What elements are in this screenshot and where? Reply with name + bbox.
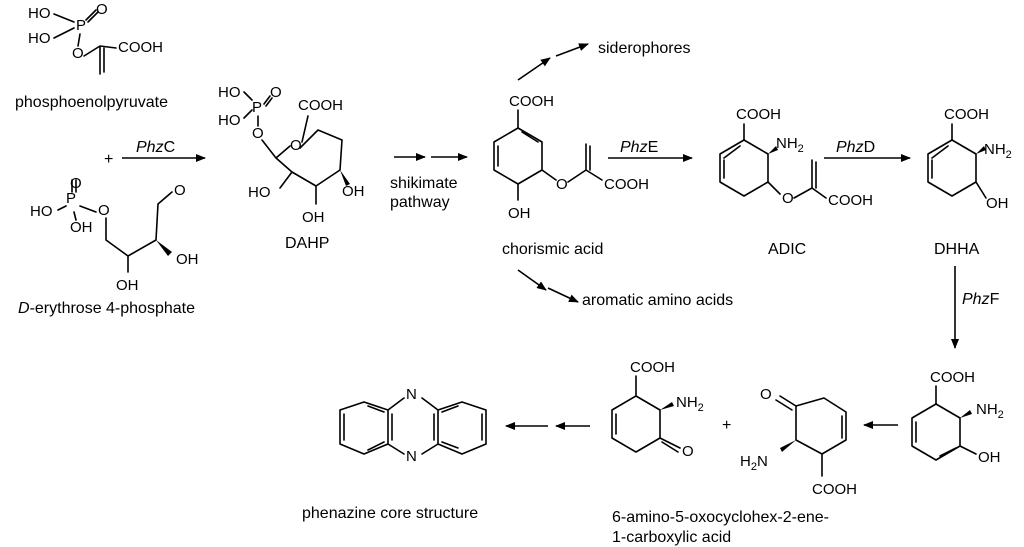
atom-p: P: [252, 99, 262, 116]
atom-o: O: [760, 386, 772, 403]
label-phenazine-core: phenazine core structure: [302, 505, 478, 522]
adic-structure: COOH NH2 O COOH: [719, 106, 873, 209]
atom-oh: OH: [342, 183, 365, 200]
atom-oh: OH: [70, 219, 93, 236]
enzyme-phzd: PhzD: [836, 139, 875, 156]
label-phosphoenolpyruvate: phosphoenolpyruvate: [15, 94, 168, 111]
atom-o: O: [782, 190, 794, 207]
atom-ho: HO: [28, 30, 51, 47]
atom-oh: OH: [302, 209, 325, 226]
phzf-product-structure: COOH NH2 OH: [911, 369, 1004, 466]
atom-cooh: COOH: [630, 359, 675, 376]
atom-n: N: [406, 448, 417, 465]
atom-cooh: COOH: [736, 106, 781, 123]
atom-oh: OH: [986, 195, 1009, 212]
plus-sign: +: [722, 417, 731, 434]
arrow-siderophores-2: [555, 43, 589, 57]
atom-cooh: COOH: [944, 106, 989, 123]
atom-cooh: COOH: [930, 369, 975, 386]
atom-cooh: COOH: [812, 481, 857, 498]
erythrose-4-phosphate-structure: O P HO OH O O OH OH: [30, 175, 199, 294]
arrow-siderophores-1: [517, 57, 551, 81]
atom-ho: HO: [30, 203, 53, 220]
atom-cooh: COOH: [118, 39, 163, 56]
atom-o: O: [270, 84, 282, 101]
atom-cooh: COOH: [509, 93, 554, 110]
label-dahp: DAHP: [285, 235, 329, 252]
plus-sign: +: [104, 151, 113, 168]
label-chorismic-acid: chorismic acid: [502, 241, 603, 258]
atom-cooh: COOH: [604, 176, 649, 193]
atom-o: O: [98, 202, 110, 219]
amino-oxo-acid-structure-right: O H2N COOH: [740, 386, 857, 498]
atom-ho: HO: [218, 84, 241, 101]
label-siderophores: siderophores: [598, 40, 691, 57]
arrow-aromatic-2: [547, 287, 579, 303]
label-dhha: DHHA: [934, 241, 980, 258]
atom-oh: OH: [978, 449, 1001, 466]
atom-o: O: [290, 137, 302, 154]
atom-o: O: [96, 1, 108, 18]
atom-nh2: NH2: [984, 141, 1012, 161]
chorismic-acid-structure: COOH O COOH OH: [493, 93, 649, 222]
enzyme-phze: PhzE: [620, 139, 658, 156]
atom-o: O: [174, 182, 186, 199]
dahp-structure: HO HO P O O COOH O HO OH OH: [218, 84, 365, 226]
arrow-aromatic-1: [517, 269, 547, 291]
enzyme-phzf: PhzF: [962, 291, 1000, 308]
phenazine-structure: N N: [339, 386, 487, 465]
label-erythrose-4-phosphate: D-erythrose 4-phosphate: [18, 300, 195, 317]
label-amino-oxo-acid-line2: 1-carboxylic acid: [612, 529, 731, 546]
atom-cooh: COOH: [828, 192, 873, 209]
dhha-structure: COOH NH2 OH: [927, 106, 1012, 212]
atom-oh: OH: [508, 205, 531, 222]
atom-oh: OH: [176, 251, 199, 268]
label-aromatic-amino-acids: aromatic amino acids: [582, 292, 733, 309]
label-adic: ADIC: [768, 241, 806, 258]
phosphoenolpyruvate-structure: HO HO P O O COOH: [28, 1, 163, 75]
label-pathway: pathway: [390, 194, 450, 211]
atom-h2n: H2N: [740, 453, 768, 473]
atom-ho: HO: [248, 184, 271, 201]
label-amino-oxo-acid-line1: 6-amino-5-oxocyclohex-2-ene-: [612, 509, 829, 526]
atom-o: O: [252, 125, 264, 142]
atom-cooh: COOH: [298, 97, 343, 114]
atom-ho: HO: [218, 112, 241, 129]
atom-nh2: NH2: [976, 401, 1004, 421]
atom-p: P: [76, 17, 86, 34]
atom-p: P: [66, 190, 76, 207]
atom-nh2: NH2: [776, 135, 804, 155]
atom-oh: OH: [116, 277, 139, 294]
atom-n: N: [406, 386, 417, 403]
atom-ho: HO: [28, 5, 51, 22]
enzyme-phzc: PhzC: [136, 139, 175, 156]
label-shikimate: shikimate: [390, 175, 458, 192]
atom-nh2: NH2: [676, 394, 704, 414]
atom-o: O: [72, 45, 84, 62]
atom-o: O: [556, 176, 568, 193]
amino-oxo-acid-structure-left: COOH NH2 O: [611, 359, 704, 460]
atom-o: O: [682, 443, 694, 460]
